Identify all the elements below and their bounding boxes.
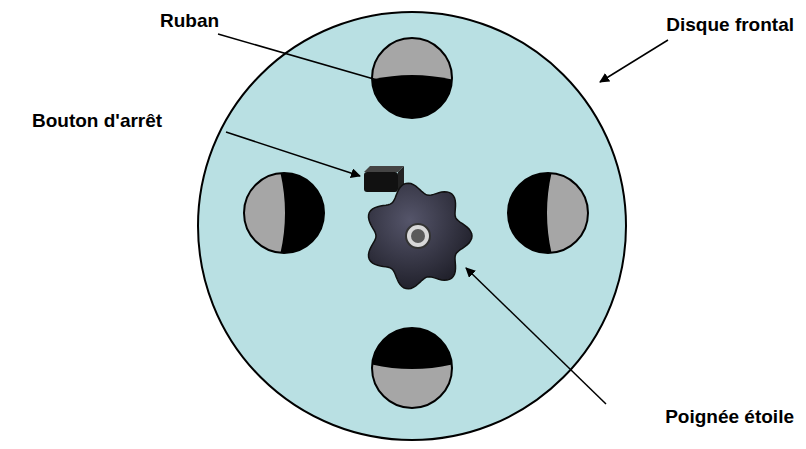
part-label: Disque frontal (666, 14, 794, 37)
leader-line (226, 132, 360, 176)
part-label: Bouton d'arrêt (32, 110, 162, 133)
ribbon-window (242, 171, 326, 255)
part-label: Ruban (160, 10, 219, 33)
leader-line (600, 40, 668, 82)
front-disc (198, 12, 626, 440)
star-knob (369, 183, 473, 289)
ribbon-window (506, 171, 590, 255)
part-label: Poignée étoile (665, 406, 794, 429)
ribbon-window (370, 36, 454, 120)
leader-line (218, 34, 398, 86)
ribbon-window (370, 326, 454, 410)
leader-line (466, 268, 606, 404)
